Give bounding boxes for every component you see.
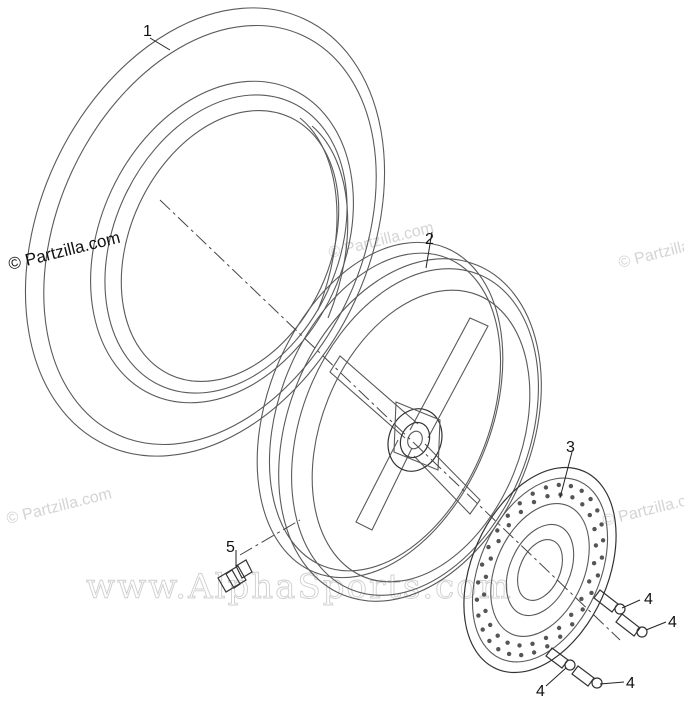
disc-hole <box>543 485 549 490</box>
disc-hole <box>531 650 537 655</box>
disc-hole <box>587 579 592 584</box>
disc-hole <box>506 651 512 657</box>
valve-axis <box>239 519 301 556</box>
disc-hole <box>592 526 597 532</box>
disc-hole <box>530 491 535 496</box>
callout-disc: 3 <box>566 439 575 456</box>
disc-hole <box>570 495 575 500</box>
watermark-center: © Partzilla.com <box>327 219 436 262</box>
watermark-layer: © Partzilla.com © Partzilla.com © Partzi… <box>5 219 684 607</box>
disc-hole <box>506 523 511 528</box>
disc-hole <box>495 633 500 638</box>
disc-hole <box>579 596 584 602</box>
disc-hole <box>530 641 535 646</box>
tire <box>24 7 386 457</box>
callout-bolt-c: 4 <box>536 683 545 700</box>
disc-hole <box>569 612 574 617</box>
watermark-left-low: © Partzilla.com <box>5 485 114 528</box>
disc-hole <box>600 538 606 543</box>
disc-hole <box>556 482 561 488</box>
disc-hole <box>588 496 593 502</box>
disc-hole <box>486 544 491 550</box>
disc-hole <box>543 635 549 641</box>
disc-hole <box>593 543 599 548</box>
disc-hole <box>558 634 563 639</box>
disc-hole <box>495 528 500 533</box>
disc-hole <box>476 613 481 618</box>
disc-hole <box>481 592 487 597</box>
disc-hole <box>587 512 592 518</box>
disc-hole <box>589 590 594 596</box>
disc-hole <box>496 647 501 652</box>
disc-hole <box>595 573 601 578</box>
disc-hole <box>599 522 604 527</box>
disc-hole <box>474 597 480 602</box>
disc-hole <box>570 622 575 627</box>
callout-bolt-a: 4 <box>644 591 653 608</box>
watermark-right: © Partzilla.com <box>617 229 684 272</box>
disc-hole <box>505 513 510 518</box>
disc-holes <box>474 482 606 658</box>
bolts <box>545 589 648 689</box>
disc-hole <box>531 499 537 505</box>
disc-hole <box>568 483 574 489</box>
disc-hole <box>480 627 485 632</box>
center-axis <box>159 199 621 641</box>
disc-hole <box>599 555 605 560</box>
disc-hole <box>556 625 562 631</box>
watermark-right-low: © Partzilla.com <box>601 487 684 530</box>
bolt <box>571 665 603 689</box>
disc-hole <box>595 508 600 513</box>
disc-hole <box>475 580 481 585</box>
disc-hole <box>580 607 585 612</box>
watermark-big: www.AlphaSports.com <box>86 567 513 607</box>
bolt <box>545 647 576 671</box>
valve-stem <box>217 559 253 593</box>
disc-hole <box>519 652 524 658</box>
disc-hole <box>518 509 524 515</box>
callout-valve: 5 <box>226 539 235 556</box>
disc-hole <box>505 640 510 645</box>
brake-disc <box>463 466 617 674</box>
callout-tire: 1 <box>143 23 152 40</box>
disc-hole <box>487 638 492 644</box>
disc-hole <box>488 622 493 628</box>
bolt <box>593 589 626 615</box>
callout-wheel: 2 <box>425 231 434 248</box>
callouts: 1 2 3 4 4 4 4 5 <box>143 23 677 700</box>
disc-hole <box>580 502 585 507</box>
disc-hole <box>517 501 522 506</box>
disc-hole <box>517 643 522 648</box>
callout-bolt-b: 4 <box>668 614 677 631</box>
disc-hole <box>483 608 488 614</box>
bolt <box>615 613 648 638</box>
disc-hole <box>483 574 489 579</box>
disc-hole <box>591 561 597 566</box>
wheel-rim <box>256 241 542 602</box>
disc-hole <box>545 494 550 499</box>
disc-hole <box>579 488 584 493</box>
watermark-main: © Partzilla.com <box>6 228 122 274</box>
disc-hole <box>479 562 485 567</box>
disc-hole <box>545 644 550 649</box>
disc-hole <box>496 538 501 544</box>
leader-lines <box>149 37 667 687</box>
disc-hole <box>488 556 493 561</box>
callout-bolt-d: 4 <box>626 675 635 692</box>
